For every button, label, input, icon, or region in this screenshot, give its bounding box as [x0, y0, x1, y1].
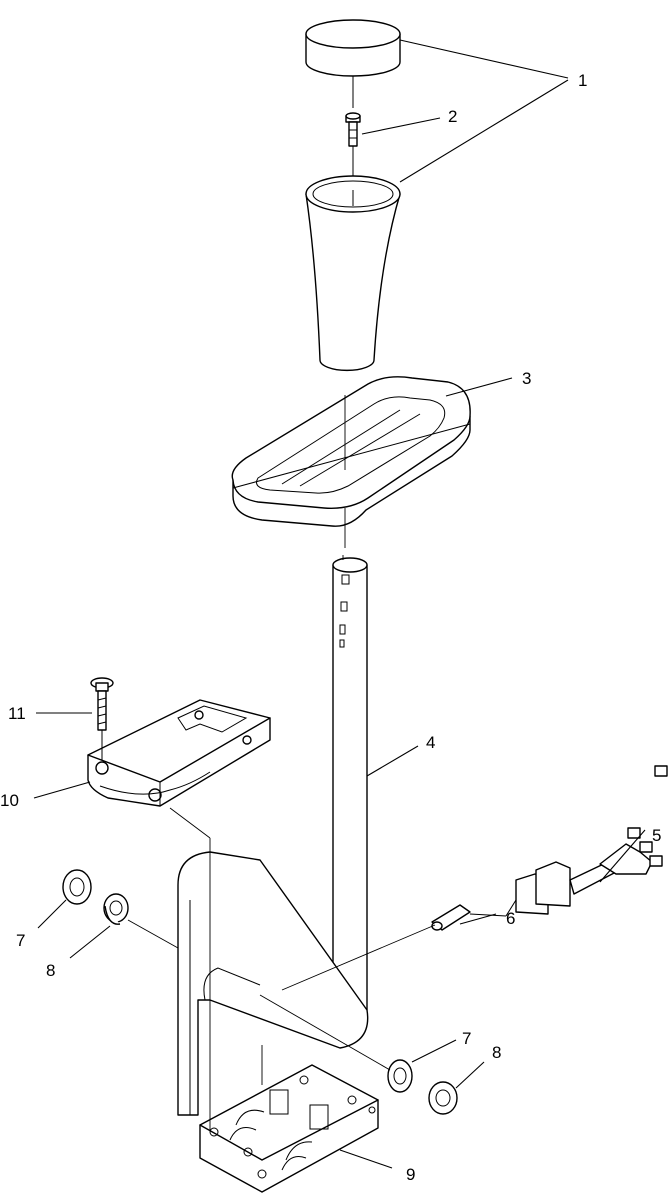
bushing-7-right: [387, 1059, 413, 1093]
leader-lines: [33, 39, 646, 1169]
callout-8-right: 8: [492, 1043, 501, 1062]
callouts: 1 2 3 4 5 6 7 8 7 8 9 10 11: [0, 71, 661, 1184]
callout-2: 2: [448, 107, 457, 126]
washer-7-left: [62, 869, 92, 905]
cable-sleeve: [431, 904, 471, 931]
callout-10: 10: [0, 791, 19, 810]
callout-6: 6: [506, 909, 515, 928]
shift-bezel: [231, 376, 471, 548]
callout-5: 5: [652, 826, 661, 845]
bracket-bolt: [90, 677, 114, 760]
assembly-lines: [127, 807, 436, 1130]
callout-4: 4: [426, 733, 435, 752]
pivot-base: [199, 1064, 379, 1193]
callout-1: 1: [578, 71, 587, 90]
callout-3: 3: [522, 369, 531, 388]
shift-handle-grip: [305, 175, 401, 372]
neutral-switch-harness: [469, 765, 668, 917]
callout-8-left: 8: [46, 961, 55, 980]
mount-bracket: [87, 699, 271, 807]
knob-cap: [305, 19, 401, 77]
callout-11: 11: [8, 704, 26, 723]
callout-9: 9: [406, 1165, 415, 1184]
callout-7-left: 7: [16, 931, 25, 950]
shift-lever: [177, 555, 369, 1116]
bushing-8-left: [103, 893, 129, 925]
callout-7-right: 7: [462, 1029, 471, 1048]
washer-8-right: [428, 1081, 458, 1115]
